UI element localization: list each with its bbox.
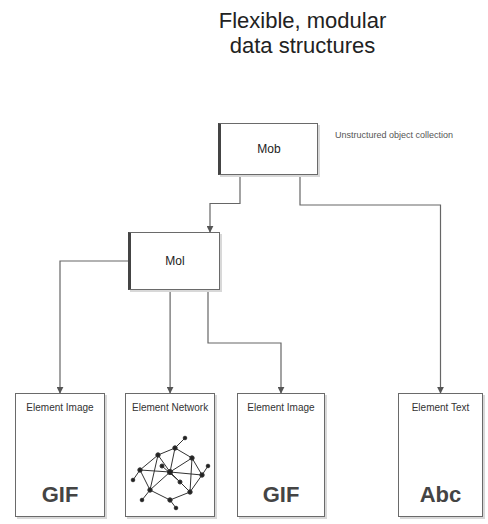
object-box: Mol <box>128 232 220 290</box>
element-heading: Element Text <box>412 402 470 414</box>
connector-arrow <box>210 175 240 232</box>
box-label: Mob <box>257 142 280 156</box>
element-heading: Element Network <box>132 402 208 414</box>
element-heading: Element Image <box>247 402 314 414</box>
element-box: Element Network <box>125 393 215 517</box>
connector-arrow <box>170 290 171 393</box>
connector-arrow <box>208 290 281 393</box>
element-sample: Abc <box>420 482 462 508</box>
element-sample: GIF <box>263 482 300 508</box>
connector-arrow <box>60 261 128 393</box>
connector-arrow <box>300 175 441 393</box>
element-box: Element TextAbc <box>398 393 483 517</box>
side-note: Unstructured object collection <box>335 130 475 141</box>
diagram-title: Flexible, modular data structures <box>195 8 410 59</box>
object-box: Mob <box>218 123 318 175</box>
element-sample: GIF <box>42 482 79 508</box>
box-label: Mol <box>165 254 184 268</box>
element-heading: Element Image <box>26 402 93 414</box>
element-box: Element ImageGIF <box>15 393 105 517</box>
element-box: Element ImageGIF <box>237 393 325 517</box>
